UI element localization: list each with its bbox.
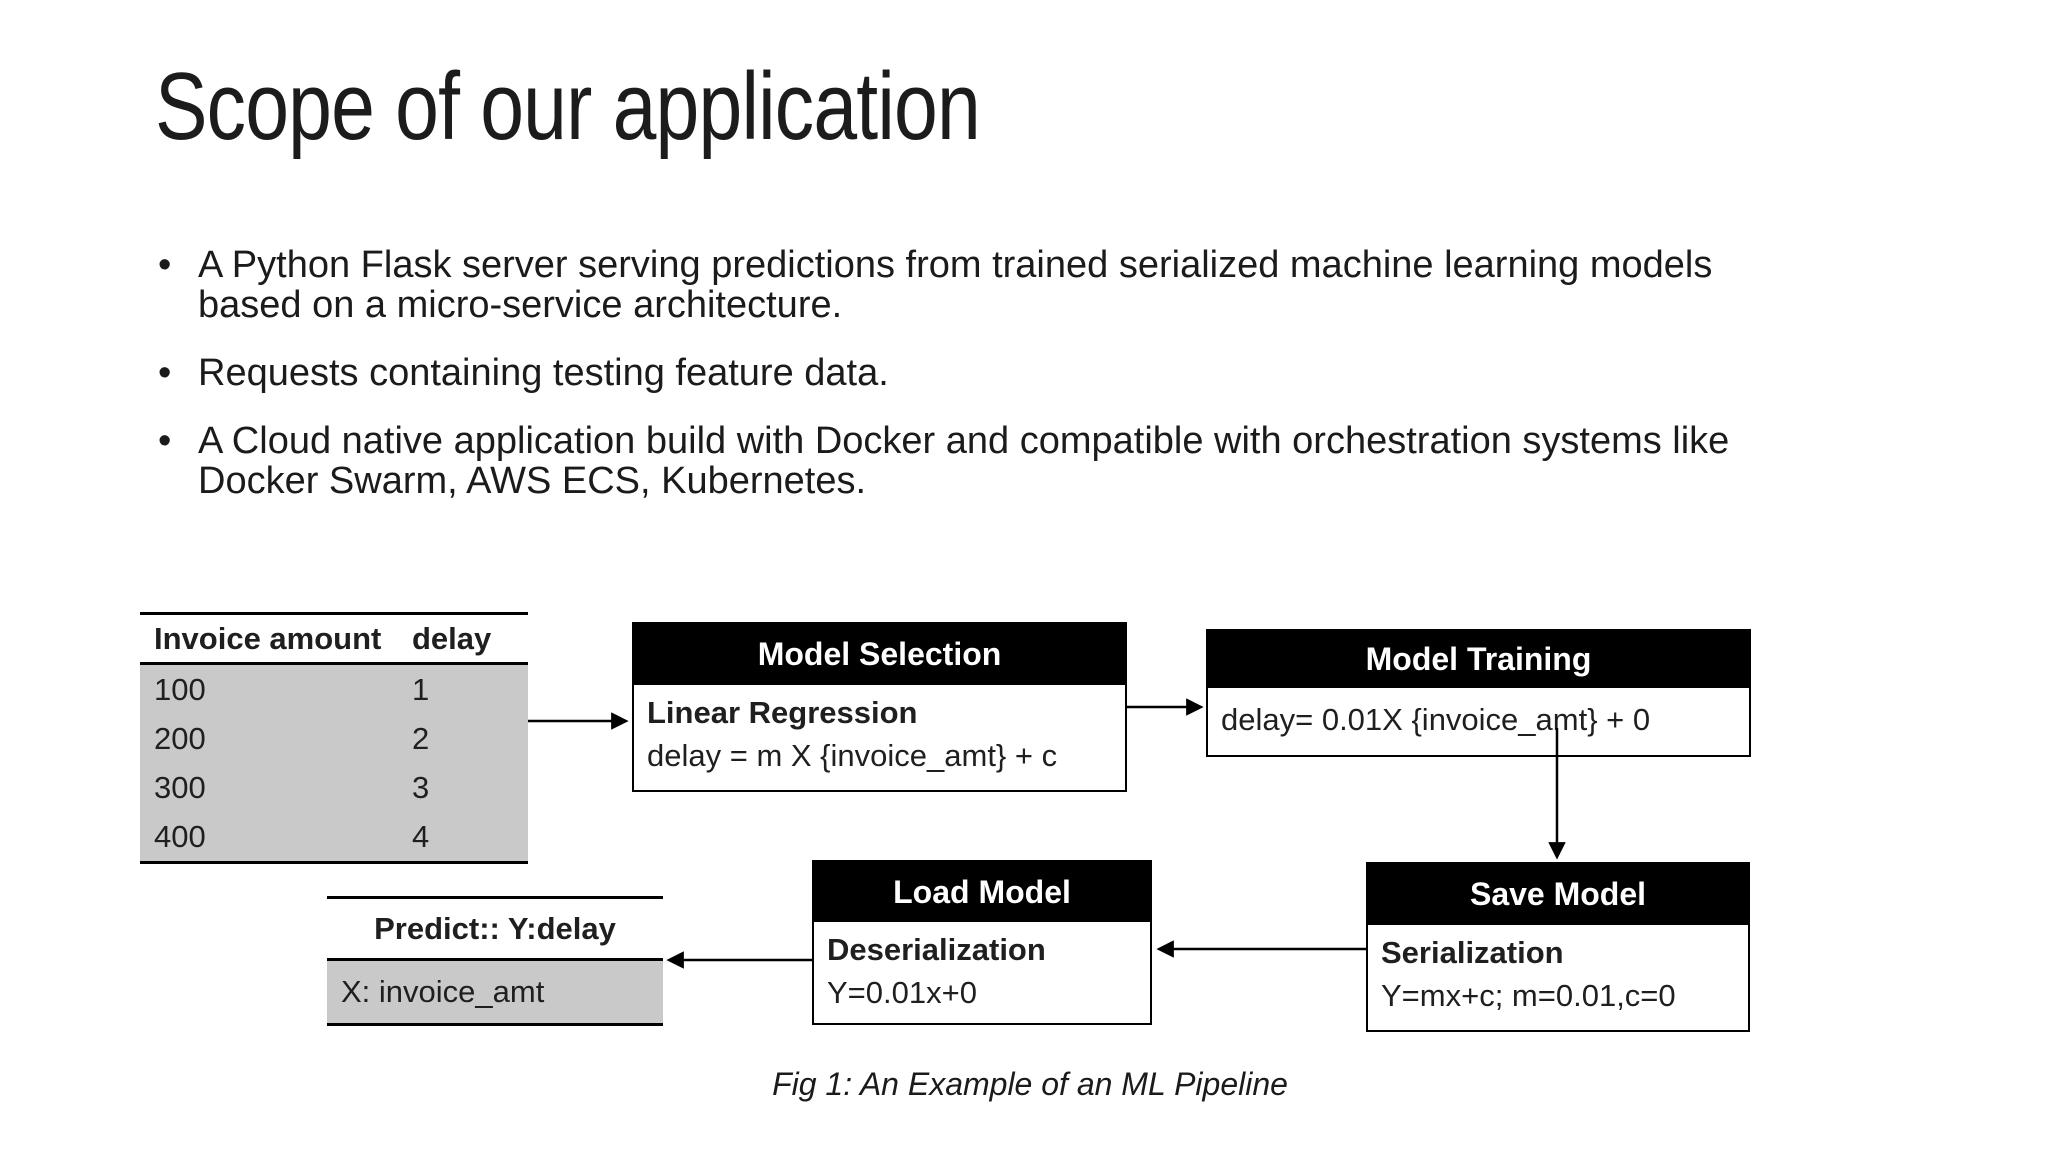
load-model-box: Load Model Deserialization Y=0.01x+0 (812, 860, 1152, 1025)
table-row: 300 3 (140, 763, 528, 812)
load-model-formula: Y=0.01x+0 (827, 974, 977, 1010)
bullet-marker: • (158, 351, 172, 394)
table-row: 100 1 (140, 665, 528, 714)
load-model-body: Deserialization Y=0.01x+0 (814, 922, 1150, 1015)
model-selection-body: Linear Regression delay = m X {invoice_a… (634, 685, 1125, 778)
bullet-text: A Python Flask server serving prediction… (198, 244, 1713, 326)
model-selection-formula: delay = m X {invoice_amt} + c (647, 737, 1058, 773)
predict-box: Predict:: Y:delay X: invoice_amt (327, 896, 663, 1026)
bullet-list: • A Python Flask server serving predicti… (158, 244, 1798, 529)
cell-delay: 1 (412, 671, 430, 707)
model-training-formula: delay= 0.01X {invoice_amt} + 0 (1221, 702, 1651, 737)
table-header-row: Invoice amount delay (140, 615, 528, 665)
bullet-marker: • (158, 419, 172, 462)
model-selection-method: Linear Regression (647, 695, 918, 730)
load-model-header: Load Model (814, 862, 1150, 922)
column-header-invoice-amount: Invoice amount (154, 620, 382, 656)
model-selection-box: Model Selection Linear Regression delay … (632, 622, 1127, 792)
training-data-table: Invoice amount delay 100 1 200 2 300 3 4… (140, 612, 528, 864)
load-model-method: Deserialization (827, 932, 1046, 967)
cell-invoice-amount: 100 (154, 671, 206, 707)
predict-input-value: X: invoice_amt (327, 961, 663, 1026)
bullet-text: A Cloud native application build with Do… (198, 419, 1730, 502)
save-model-body: Serialization Y=mx+c; m=0.01,c=0 (1368, 925, 1748, 1018)
cell-delay: 4 (412, 818, 430, 854)
model-training-body: delay= 0.01X {invoice_amt} + 0 (1208, 688, 1749, 742)
table-row: 400 4 (140, 812, 528, 861)
bullet-item: • A Python Flask server serving predicti… (158, 244, 1798, 326)
model-training-header: Model Training (1208, 631, 1749, 688)
cell-delay: 3 (412, 769, 430, 805)
model-training-box: Model Training delay= 0.01X {invoice_amt… (1206, 629, 1751, 757)
bullet-marker: • (158, 244, 172, 286)
cell-delay: 2 (412, 720, 430, 756)
figure-caption: Fig 1: An Example of an ML Pipeline (772, 1066, 1288, 1102)
save-model-method: Serialization (1381, 935, 1564, 970)
bullet-item: • A Cloud native application build with … (158, 419, 1798, 502)
bullet-item: • Requests containing testing feature da… (158, 351, 1798, 394)
table-row: 200 2 (140, 714, 528, 763)
predict-title: Predict:: Y:delay (327, 899, 663, 961)
save-model-header: Save Model (1368, 864, 1748, 925)
column-header-delay: delay (412, 620, 492, 656)
slide-title: Scope of our application (155, 53, 981, 160)
save-model-box: Save Model Serialization Y=mx+c; m=0.01,… (1366, 862, 1750, 1032)
cell-invoice-amount: 300 (154, 769, 206, 805)
bullet-text: Requests containing testing feature data… (198, 351, 889, 394)
cell-invoice-amount: 200 (154, 720, 206, 756)
table-body: 100 1 200 2 300 3 400 4 (140, 665, 528, 864)
cell-invoice-amount: 400 (154, 818, 206, 854)
model-selection-header: Model Selection (634, 624, 1125, 685)
save-model-formula: Y=mx+c; m=0.01,c=0 (1381, 977, 1676, 1013)
